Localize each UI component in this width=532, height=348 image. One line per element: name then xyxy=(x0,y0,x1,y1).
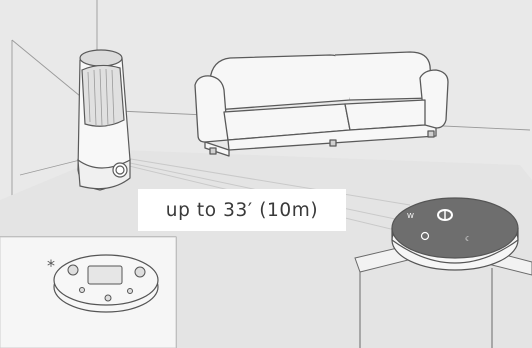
robot-vacuum-underside xyxy=(54,255,158,312)
svg-text:W: W xyxy=(407,212,414,220)
svg-text:☾: ☾ xyxy=(465,235,471,243)
air-purifier xyxy=(78,50,130,190)
footnote-mark: * xyxy=(47,256,55,275)
robot-vacuum-top: W ☾ xyxy=(392,198,518,270)
distance-label: up to 33′ (10m) xyxy=(138,189,346,231)
